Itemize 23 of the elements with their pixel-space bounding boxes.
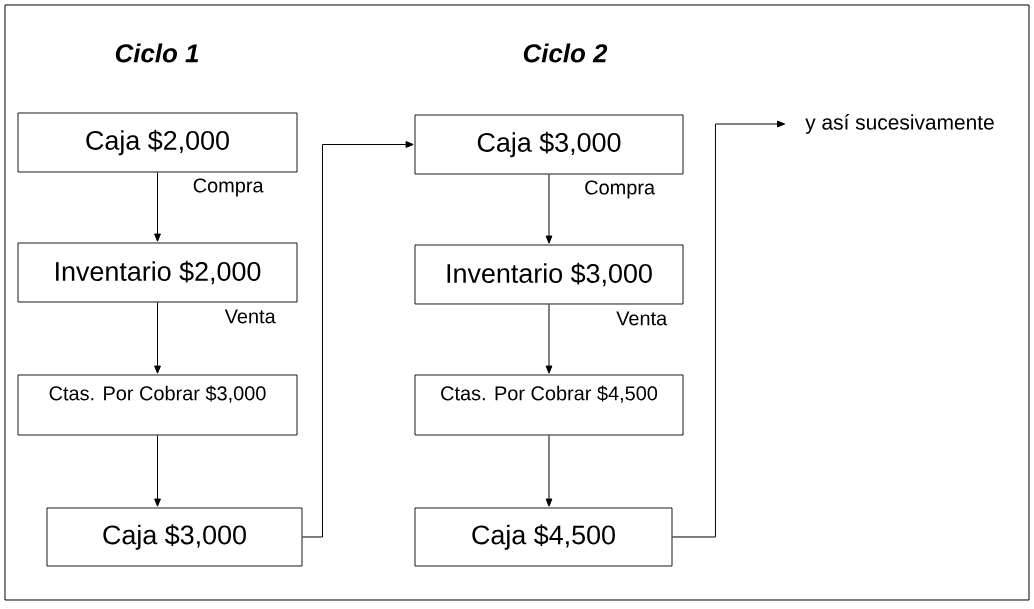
account-box: Inventario $3,000 (414, 244, 684, 305)
account-box: Caja $4,500 (414, 507, 673, 567)
arrow (545, 434, 553, 507)
cycle-heading: Ciclo 2 (523, 43, 608, 63)
arrow (154, 171, 161, 242)
arrow (671, 120, 786, 538)
arrow (154, 434, 161, 507)
edge-label: Venta (224, 309, 276, 324)
edge-label: Compra (193, 178, 264, 197)
account-box: Ctas. Por Cobrar $4,500 (414, 374, 684, 436)
arrow (545, 303, 553, 374)
edge-label: Venta (616, 311, 668, 326)
arrow (545, 173, 553, 244)
account-box: Inventario $2,000 (17, 242, 298, 303)
account-box: Ctas. Por Cobrar $3,000 (17, 374, 298, 436)
arrow (154, 301, 161, 374)
note-text: y así sucesivamente (805, 114, 994, 134)
account-box: Caja $3,000 (46, 507, 303, 567)
cycle-heading: Ciclo 1 (115, 43, 199, 63)
account-box: Caja $3,000 (414, 114, 684, 175)
account-box: Caja $2,000 (17, 112, 298, 173)
edge-label: Compra (585, 180, 656, 199)
arrow (301, 141, 414, 538)
